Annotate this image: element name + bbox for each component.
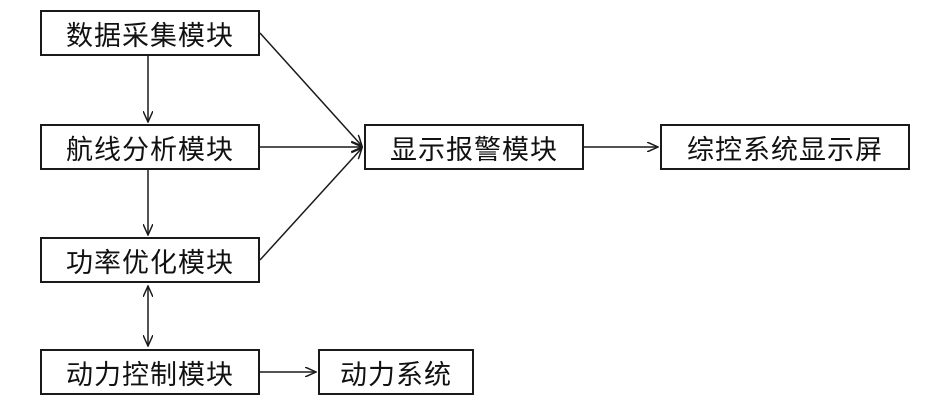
route-analysis-module: 航线分析模块: [40, 124, 260, 170]
power-control-module: 动力控制模块: [40, 349, 260, 395]
power-system-box: 动力系统: [318, 349, 474, 395]
arrow-optimization-to-display: [260, 148, 362, 260]
data-acquisition-module: 数据采集模块: [40, 10, 260, 56]
power-optimization-module: 功率优化模块: [40, 237, 260, 283]
console-display-screen: 综控系统显示屏: [660, 124, 910, 170]
arrow-acquisition-to-display: [260, 33, 362, 146]
display-alarm-module: 显示报警模块: [364, 124, 584, 170]
